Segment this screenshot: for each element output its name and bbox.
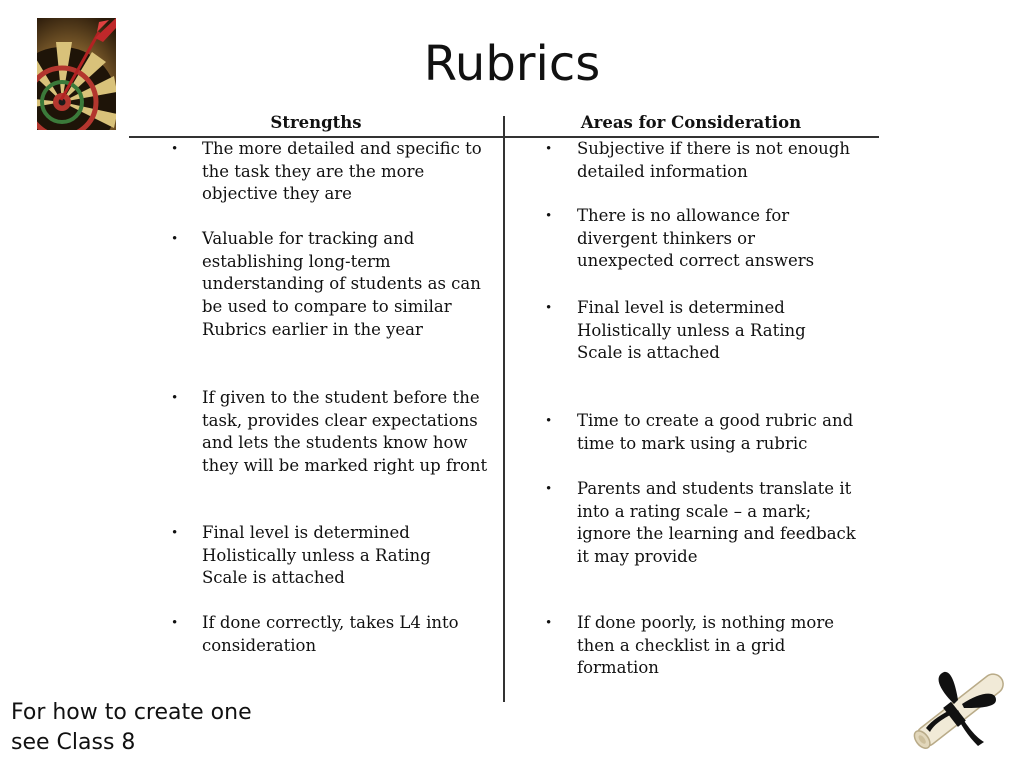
strength-item: Valuable for tracking and establishing l… <box>202 229 481 339</box>
strength-item: If done correctly, takes L4 into conside… <box>202 613 459 655</box>
column-divider <box>503 116 505 702</box>
bullet-glyph: • <box>172 231 178 247</box>
consideration-item: If done poorly, is nothing more then a c… <box>577 613 834 678</box>
strength-item: The more detailed and specific to the ta… <box>202 139 482 204</box>
consideration-item: Subjective if there is not enough detail… <box>577 139 850 181</box>
class-reference-note: For how to create one see Class 8 <box>11 698 321 758</box>
bullet-glyph: • <box>546 208 552 224</box>
considerations-header: Areas for Consideration <box>580 113 802 132</box>
bullet-glyph: • <box>546 413 552 429</box>
consideration-item: Final level is determined Holistically u… <box>577 298 806 363</box>
bullet-glyph: • <box>172 141 178 157</box>
dartboard-icon <box>7 18 117 157</box>
consideration-item: Time to create a good rubric and time to… <box>577 411 854 453</box>
consideration-item: Parents and students translate it into a… <box>577 479 856 567</box>
bullet-glyph: • <box>172 390 178 406</box>
strength-item: Final level is determined Holistically u… <box>202 523 431 588</box>
bullet-glyph: • <box>546 141 552 157</box>
consideration-item: There is no allowance for divergent thin… <box>577 206 815 271</box>
bullet-glyph: • <box>546 300 552 316</box>
bullet-glyph: • <box>546 481 552 497</box>
note-line-1: For how to create one <box>11 700 252 725</box>
bullet-glyph: • <box>546 615 552 631</box>
bullet-glyph: • <box>172 525 178 541</box>
diploma-scroll-icon <box>904 662 1016 758</box>
strengths-header: Strengths <box>270 113 362 132</box>
note-line-2: see Class 8 <box>11 730 136 755</box>
bullet-glyph: • <box>172 615 178 631</box>
slide-title: Rubrics <box>423 36 601 92</box>
strength-item: If given to the student before the task,… <box>202 388 488 476</box>
